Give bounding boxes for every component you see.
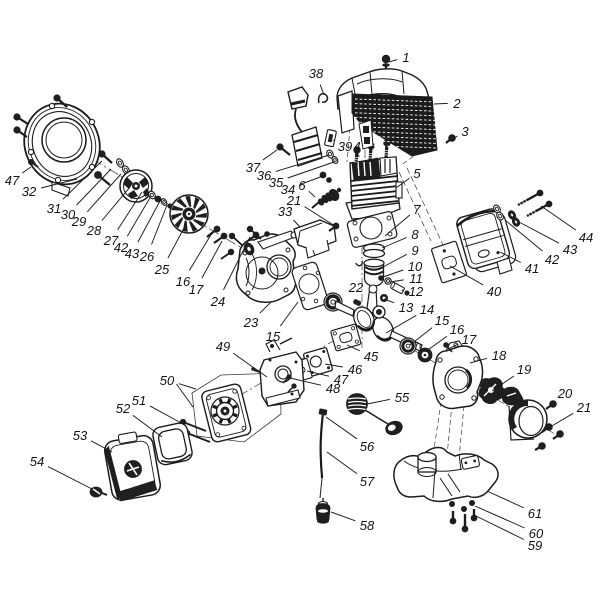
svg-text:24: 24 (210, 294, 225, 309)
svg-text:3: 3 (461, 124, 469, 139)
svg-text:8: 8 (411, 227, 419, 242)
svg-text:10: 10 (408, 259, 423, 274)
svg-text:40: 40 (487, 284, 502, 299)
svg-text:13: 13 (399, 300, 414, 315)
svg-text:35: 35 (269, 175, 284, 190)
svg-text:37: 37 (246, 160, 261, 175)
svg-text:1: 1 (402, 50, 409, 65)
svg-text:19: 19 (517, 362, 531, 377)
svg-text:47: 47 (334, 372, 349, 387)
svg-text:56: 56 (360, 439, 375, 454)
svg-text:30: 30 (61, 207, 76, 222)
svg-text:20: 20 (557, 386, 573, 401)
svg-text:12: 12 (409, 284, 424, 299)
svg-text:47: 47 (5, 173, 20, 188)
svg-text:16: 16 (450, 322, 465, 337)
svg-text:45: 45 (364, 349, 379, 364)
svg-text:17: 17 (189, 282, 204, 297)
svg-text:7: 7 (413, 202, 421, 217)
svg-text:50: 50 (160, 373, 175, 388)
svg-text:25: 25 (154, 262, 170, 277)
svg-text:14: 14 (420, 302, 434, 317)
svg-text:53: 53 (73, 428, 88, 443)
svg-text:54: 54 (30, 454, 44, 469)
svg-text:15: 15 (435, 313, 450, 328)
svg-text:26: 26 (139, 249, 155, 264)
svg-text:51: 51 (132, 393, 146, 408)
svg-text:59: 59 (528, 538, 542, 553)
svg-text:57: 57 (360, 474, 375, 489)
svg-text:6: 6 (298, 178, 306, 193)
svg-text:4: 4 (353, 139, 360, 154)
svg-text:22: 22 (348, 280, 364, 295)
svg-text:46: 46 (348, 362, 363, 377)
svg-text:41: 41 (525, 261, 539, 276)
svg-text:43: 43 (125, 246, 140, 261)
svg-text:11: 11 (409, 271, 423, 286)
svg-text:42: 42 (545, 252, 560, 267)
svg-text:44: 44 (579, 230, 593, 245)
svg-text:55: 55 (395, 390, 410, 405)
svg-text:39: 39 (338, 139, 352, 154)
svg-text:52: 52 (116, 401, 131, 416)
svg-text:28: 28 (86, 223, 102, 238)
svg-text:42: 42 (114, 240, 129, 255)
svg-text:17: 17 (462, 332, 477, 347)
svg-text:48: 48 (326, 381, 341, 396)
svg-text:18: 18 (492, 348, 507, 363)
svg-text:38: 38 (309, 66, 324, 81)
svg-text:58: 58 (360, 518, 375, 533)
svg-text:31: 31 (47, 201, 61, 216)
svg-text:21: 21 (286, 193, 301, 208)
svg-text:23: 23 (243, 315, 259, 330)
svg-text:9: 9 (411, 243, 418, 258)
svg-text:21: 21 (576, 400, 591, 415)
svg-text:16: 16 (176, 274, 191, 289)
svg-text:61: 61 (528, 506, 542, 521)
svg-text:2: 2 (452, 96, 461, 111)
svg-text:33: 33 (278, 204, 293, 219)
svg-text:15: 15 (266, 329, 281, 344)
svg-text:34: 34 (281, 182, 295, 197)
svg-text:49: 49 (216, 339, 230, 354)
svg-text:32: 32 (22, 184, 37, 199)
svg-text:60: 60 (529, 526, 544, 541)
svg-text:5: 5 (413, 166, 421, 181)
svg-text:27: 27 (103, 233, 119, 248)
svg-text:36: 36 (257, 168, 272, 183)
svg-text:43: 43 (563, 242, 578, 257)
svg-text:29: 29 (71, 214, 86, 229)
